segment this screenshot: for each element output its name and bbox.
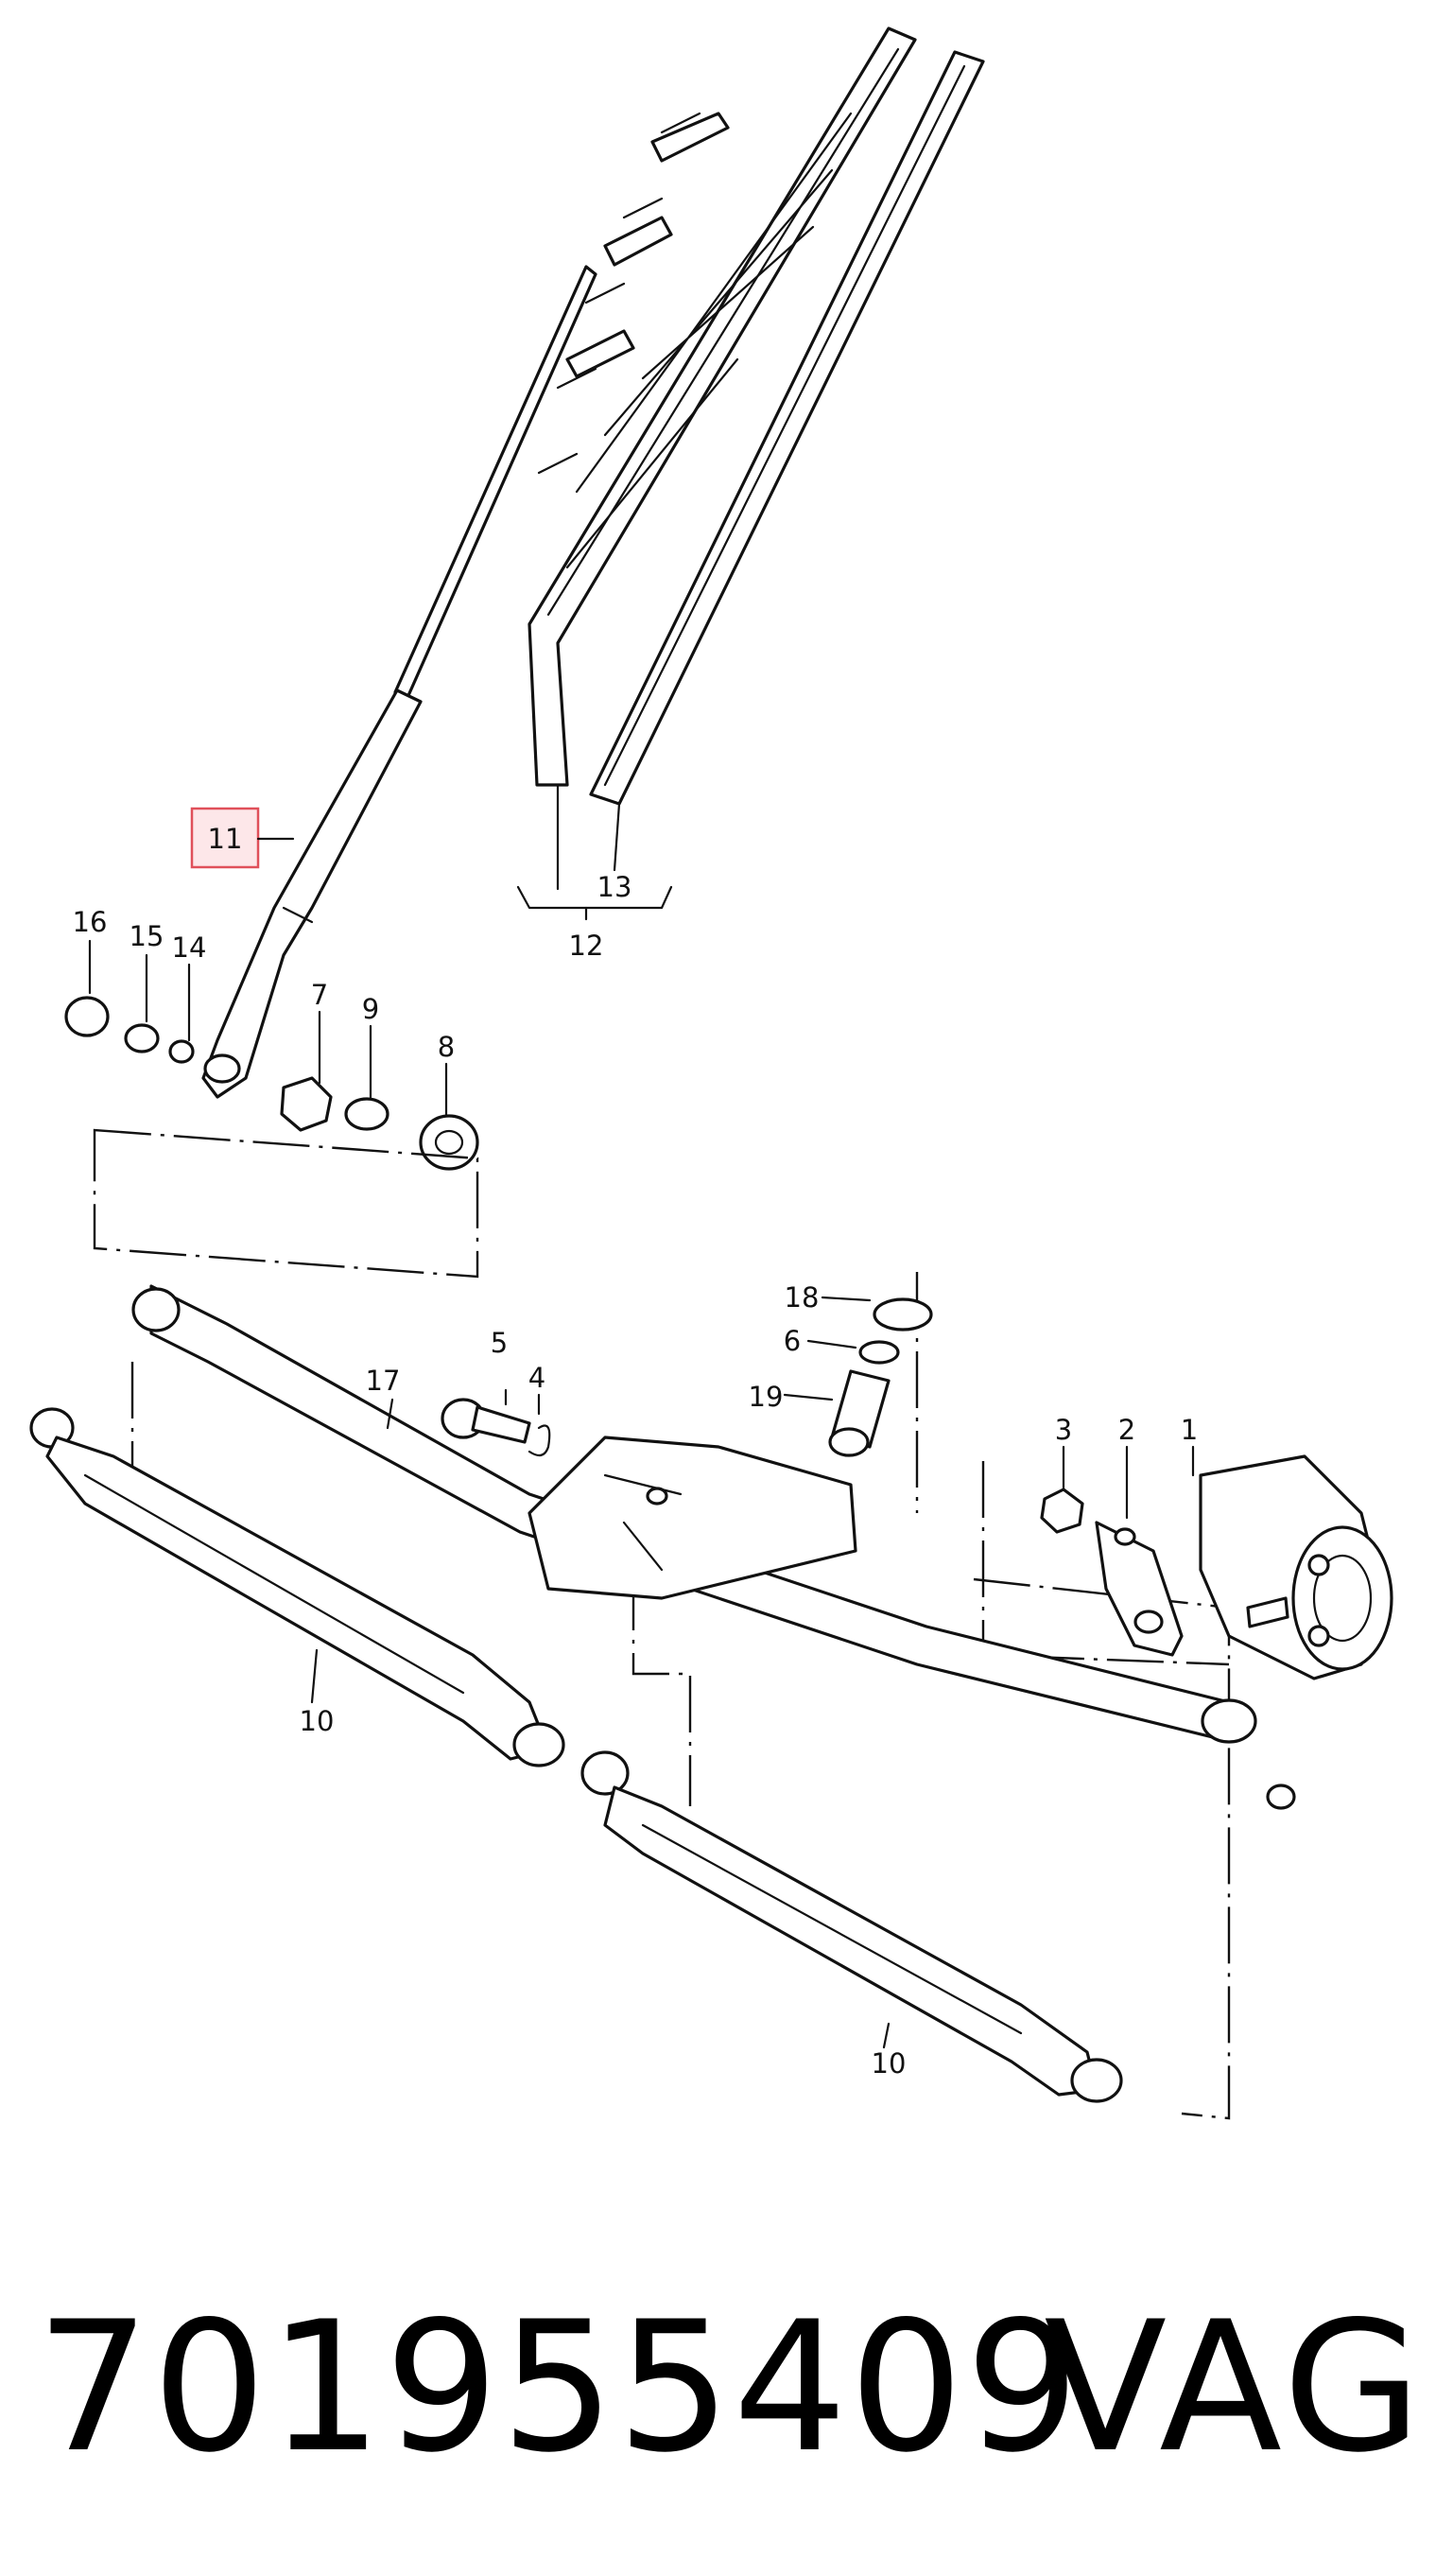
arm-hardware[interactable] <box>64 996 479 1171</box>
label-6: 6 <box>784 1325 801 1357</box>
wiper-blade[interactable] <box>528 26 985 806</box>
linkage-rod[interactable] <box>131 1284 1296 1810</box>
wiper-arm[interactable] <box>201 265 597 1099</box>
label-8: 8 <box>438 1031 455 1063</box>
part-number: 701955409 <box>36 2283 1081 2492</box>
label-19: 19 <box>749 1381 784 1413</box>
center-bracket[interactable] <box>528 1436 857 1600</box>
label-18: 18 <box>785 1281 820 1314</box>
label-15: 15 <box>130 920 164 952</box>
pivot-hardware[interactable] <box>828 1297 933 1457</box>
wiper-motor[interactable] <box>1040 1454 1393 1680</box>
bolt-and-clip[interactable] <box>441 1398 551 1457</box>
label-4: 4 <box>528 1362 545 1394</box>
label-5: 5 <box>491 1327 508 1359</box>
label-10-left: 10 <box>300 1705 335 1737</box>
label-2: 2 <box>1118 1414 1135 1446</box>
connecting-rod-right[interactable] <box>603 1785 1123 2103</box>
label-3: 3 <box>1055 1414 1072 1446</box>
connecting-rod-left[interactable] <box>29 1407 630 1796</box>
label-9: 9 <box>362 993 379 1025</box>
label-14: 14 <box>172 931 207 964</box>
leader-lines <box>88 783 1195 2049</box>
label-7: 7 <box>311 979 328 1011</box>
highlight-box <box>190 807 260 869</box>
label-13: 13 <box>597 871 632 903</box>
footer: 701955409 VAG <box>36 2279 1426 2497</box>
label-1: 1 <box>1181 1414 1198 1446</box>
linkage-dash <box>973 1577 1231 2120</box>
brand-name: VAG <box>1044 2283 1426 2492</box>
wiper-assembly-diagram: 1 2 3 4 5 6 7 8 9 10 10 11 12 13 14 15 1… <box>29 26 1393 2120</box>
label-11: 11 <box>208 823 243 855</box>
arm-assembly-box <box>93 1128 479 1279</box>
label-17: 17 <box>366 1365 401 1397</box>
part-labels: 1 2 3 4 5 6 7 8 9 10 10 11 12 13 14 15 1… <box>73 823 1199 2080</box>
label-12: 12 <box>569 930 604 962</box>
label-16: 16 <box>73 906 108 938</box>
label-10-right: 10 <box>872 2047 907 2080</box>
